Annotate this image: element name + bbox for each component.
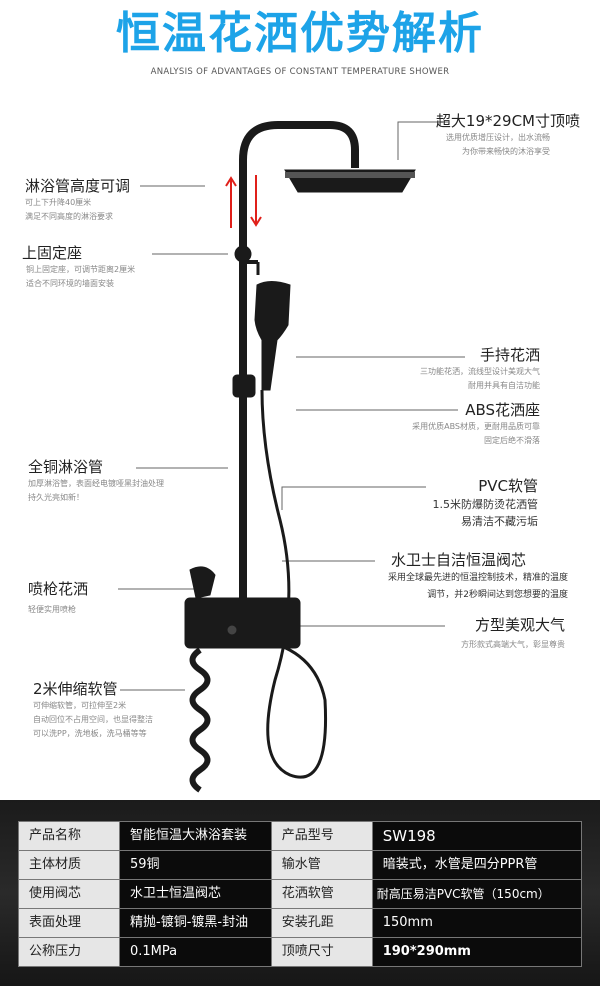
feature-title: 淋浴管高度可调 — [25, 177, 131, 195]
feature-spray-gun: 喷枪花洒 轻便实用喷枪 — [28, 580, 88, 617]
feature-desc: 调节，并2秒瞬间达到您想要的温度 — [427, 590, 568, 600]
leader-lines — [118, 121, 465, 691]
spec-value: 智能恒温大淋浴套装 — [119, 821, 272, 851]
feature-title: 水卫士自洁恒温阀芯 — [390, 551, 526, 569]
feature-title: 上固定座 — [22, 244, 83, 262]
feature-copper-pipe: 全铜淋浴管 加厚淋浴管，表面经电镀哑黑封油处理 持久光亮如新！ — [28, 458, 164, 505]
spec-value: 水卫士恒温阀芯 — [119, 879, 272, 909]
spec-value: 190*290mm — [371, 937, 583, 967]
shower-fixture — [184, 121, 416, 793]
feature-desc: 固定后绝不滑落 — [484, 436, 540, 445]
feature-desc: 轻便实用喷枪 — [28, 605, 76, 614]
spec-value: 暗装式，水管是四分PPR管 — [371, 850, 583, 880]
spec-label: 花洒软管 — [270, 879, 373, 909]
spray-gun — [189, 566, 216, 599]
feature-desc: 为你带来畅快的沐浴享受 — [462, 147, 550, 156]
spec-value: 0.1MPa — [119, 937, 272, 967]
feature-pvc-hose: PVC软管 1.5米防爆防烫花洒管 易清洁不藏污垢 — [433, 477, 539, 530]
handheld-holder — [232, 374, 256, 398]
coiled-hose — [189, 647, 211, 793]
feature-desc: 耐用并具有自洁功能 — [468, 381, 540, 390]
spec-value: 耐高压易洁PVC软管（150cm） — [371, 879, 583, 909]
shower-hose — [259, 389, 328, 779]
feature-desc: 铜上固定座，可调节距离2厘米 — [26, 265, 136, 274]
spec-label: 输水管 — [270, 850, 373, 880]
spec-label: 顶喷尺寸 — [270, 937, 373, 967]
feature-desc: 自动回位不占用空间，也显得整洁 — [33, 715, 153, 724]
spec-label: 公称压力 — [18, 937, 120, 967]
page-title: 恒温花洒优势解析 — [116, 8, 484, 59]
feature-desc: 满足不同高度的淋浴要求 — [25, 212, 113, 221]
spec-value: SW198 — [371, 821, 583, 851]
spec-value: 59铜 — [119, 850, 272, 880]
feature-desc: 三功能花洒，流线型设计美观大气 — [420, 367, 540, 376]
feature-title: 喷枪花洒 — [28, 580, 89, 598]
feature-desc: 加厚淋浴管，表面经电镀哑黑封油处理 — [28, 479, 164, 488]
shower-diagram — [118, 121, 465, 793]
feature-title: 全铜淋浴管 — [28, 458, 104, 476]
feature-title: 手持花洒 — [479, 346, 540, 364]
spec-label: 表面处理 — [18, 908, 120, 938]
feature-title: 超大19*29CM寸顶喷 — [435, 112, 580, 130]
feature-height-adjust: 淋浴管高度可调 可上下升降40厘米 满足不同高度的淋浴要求 — [25, 177, 130, 224]
feature-desc: 可上下升降40厘米 — [25, 198, 92, 207]
feature-desc: 选用优质增压设计，出水流畅 — [446, 133, 550, 142]
feature-desc: 1.5米防爆防烫花洒管 — [432, 498, 539, 511]
feature-desc: 采用全球最先进的恒温控制技术，精准的温度 — [387, 573, 568, 583]
feature-retractable-hose: 2米伸缩软管 可伸缩软管，可拉伸至2米 自动回位不占用空间，也显得整洁 可以洗P… — [33, 680, 153, 741]
feature-desc: 可以洗PP，洗地板，洗马桶等等 — [33, 729, 147, 738]
thermostatic-valve — [184, 597, 301, 649]
feature-desc: 采用优质ABS材质，更耐用品质可靠 — [412, 422, 540, 431]
spec-value: 精抛-镀铜-镀黑-封油 — [119, 908, 272, 938]
feature-desc: 易清洁不藏污垢 — [461, 515, 538, 528]
feature-thermostatic-cartridge: 水卫士自洁恒温阀芯 采用全球最先进的恒温控制技术，精准的温度 调节，并2秒瞬间达… — [388, 551, 568, 604]
feature-square-design: 方型美观大气 方形款式高端大气，彰显尊贵 — [461, 616, 565, 652]
feature-desc: 持久光亮如新！ — [28, 493, 84, 502]
handheld-shower — [254, 281, 291, 391]
spec-label: 主体材质 — [18, 850, 120, 880]
feature-handheld: 手持花洒 三功能花洒，流线型设计美观大气 耐用并具有自洁功能 — [420, 346, 540, 393]
feature-title: ABS花洒座 — [465, 401, 540, 419]
spec-label: 产品型号 — [270, 821, 373, 851]
spec-label: 使用阀芯 — [18, 879, 120, 909]
feature-title: 2米伸缩软管 — [33, 680, 118, 698]
wall-mount — [234, 245, 252, 263]
spec-label: 安装孔距 — [270, 908, 373, 938]
height-adjust-arrows — [225, 175, 262, 228]
feature-top-mount: 上固定座 铜上固定座，可调节距离2厘米 适合不同环境的墙面安装 — [22, 244, 135, 291]
spec-label: 产品名称 — [18, 821, 120, 851]
spec-row: 使用阀芯水卫士恒温阀芯花洒软管耐高压易洁PVC软管（150cm） — [18, 879, 583, 909]
feature-desc: 适合不同环境的墙面安装 — [26, 279, 114, 288]
feature-rain-shower: 超大19*29CM寸顶喷 选用优质增压设计，出水流畅 为你带来畅快的沐浴享受 — [436, 112, 580, 159]
feature-desc: 方形款式高端大气，彰显尊贵 — [461, 640, 565, 649]
spec-value: 150mm — [371, 908, 583, 938]
feature-title: PVC软管 — [478, 477, 538, 495]
feature-title: 方型美观大气 — [474, 616, 565, 634]
page-subtitle: ANALYSIS OF ADVANTAGES OF CONSTANT TEMPE… — [150, 67, 450, 77]
feature-desc: 可伸缩软管，可拉伸至2米 — [33, 701, 127, 710]
feature-abs-holder: ABS花洒座 采用优质ABS材质，更耐用品质可靠 固定后绝不滑落 — [412, 401, 540, 448]
